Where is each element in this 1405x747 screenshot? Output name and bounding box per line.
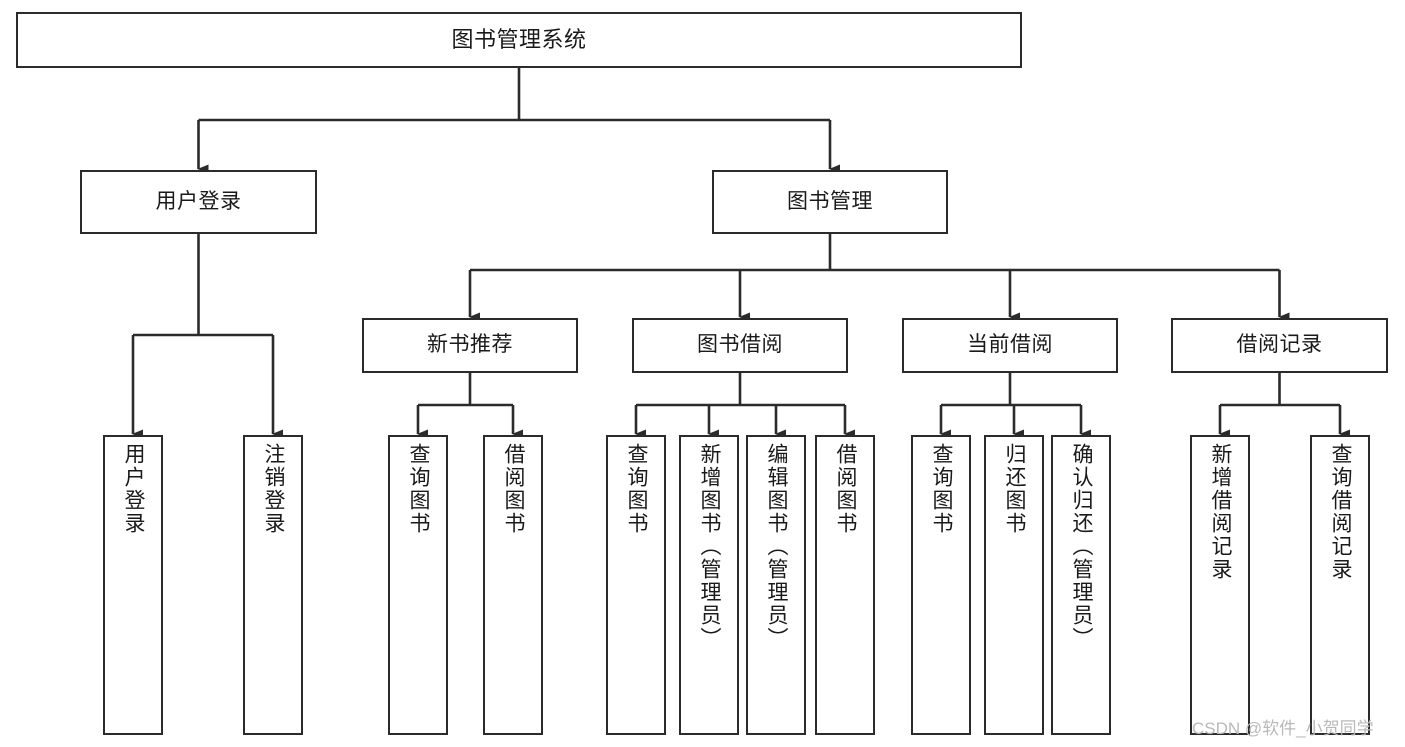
- node-label: 新书推荐: [427, 333, 513, 357]
- node-label: 归还图书: [1003, 443, 1027, 535]
- node-label: 借阅记录: [1236, 333, 1323, 357]
- node-book-manage[interactable]: 图书管理: [712, 170, 948, 234]
- node-current-borrow[interactable]: 当前借阅: [902, 318, 1118, 373]
- node-leaf-query-record[interactable]: 查询借阅记录: [1310, 435, 1370, 735]
- node-leaf-logout[interactable]: 注销登录: [243, 435, 303, 735]
- node-leaf-borrow-book-2[interactable]: 借阅图书: [815, 435, 875, 735]
- node-label: 查询图书: [625, 443, 649, 535]
- node-leaf-return-book[interactable]: 归还图书: [984, 435, 1044, 735]
- node-label: 借阅图书: [834, 443, 858, 535]
- node-borrow-record[interactable]: 借阅记录: [1171, 318, 1388, 373]
- node-leaf-edit-book-admin[interactable]: 编辑图书（管理员）: [746, 435, 806, 735]
- node-user-login[interactable]: 用户登录: [80, 170, 317, 234]
- node-label: 查询图书: [407, 443, 431, 535]
- node-label: 当前借阅: [967, 333, 1053, 357]
- node-label: 查询图书: [930, 443, 954, 535]
- node-label: 图书管理: [787, 189, 873, 213]
- node-label: 用户登录: [155, 189, 242, 213]
- node-label: 图书管理系统: [451, 27, 587, 53]
- node-label: 新增借阅记录: [1209, 443, 1233, 581]
- node-book-borrow[interactable]: 图书借阅: [632, 318, 848, 373]
- node-label: 查询借阅记录: [1329, 443, 1353, 581]
- node-leaf-user-login[interactable]: 用户登录: [103, 435, 163, 735]
- node-label: 编辑图书（管理员）: [765, 443, 789, 650]
- node-leaf-borrow-book-1[interactable]: 借阅图书: [483, 435, 543, 735]
- node-label: 图书借阅: [697, 333, 783, 357]
- node-leaf-add-record[interactable]: 新增借阅记录: [1190, 435, 1250, 735]
- csdn-watermark: CSDN @软件_小贺同学: [1192, 719, 1374, 738]
- node-label: 注销登录: [262, 443, 286, 535]
- node-leaf-add-book-admin[interactable]: 新增图书（管理员）: [679, 435, 739, 735]
- node-label: 确认归还（管理员）: [1070, 443, 1094, 650]
- node-label: 用户登录: [122, 443, 146, 535]
- node-label: 新增图书（管理员）: [698, 443, 722, 650]
- node-leaf-query-book-3[interactable]: 查询图书: [911, 435, 971, 735]
- node-new-book-recommend[interactable]: 新书推荐: [362, 318, 578, 373]
- node-root[interactable]: 图书管理系统: [16, 12, 1022, 68]
- node-leaf-confirm-return-admin[interactable]: 确认归还（管理员）: [1051, 435, 1111, 735]
- node-leaf-query-book-2[interactable]: 查询图书: [606, 435, 666, 735]
- node-leaf-query-book-1[interactable]: 查询图书: [388, 435, 448, 735]
- node-label: 借阅图书: [502, 443, 526, 535]
